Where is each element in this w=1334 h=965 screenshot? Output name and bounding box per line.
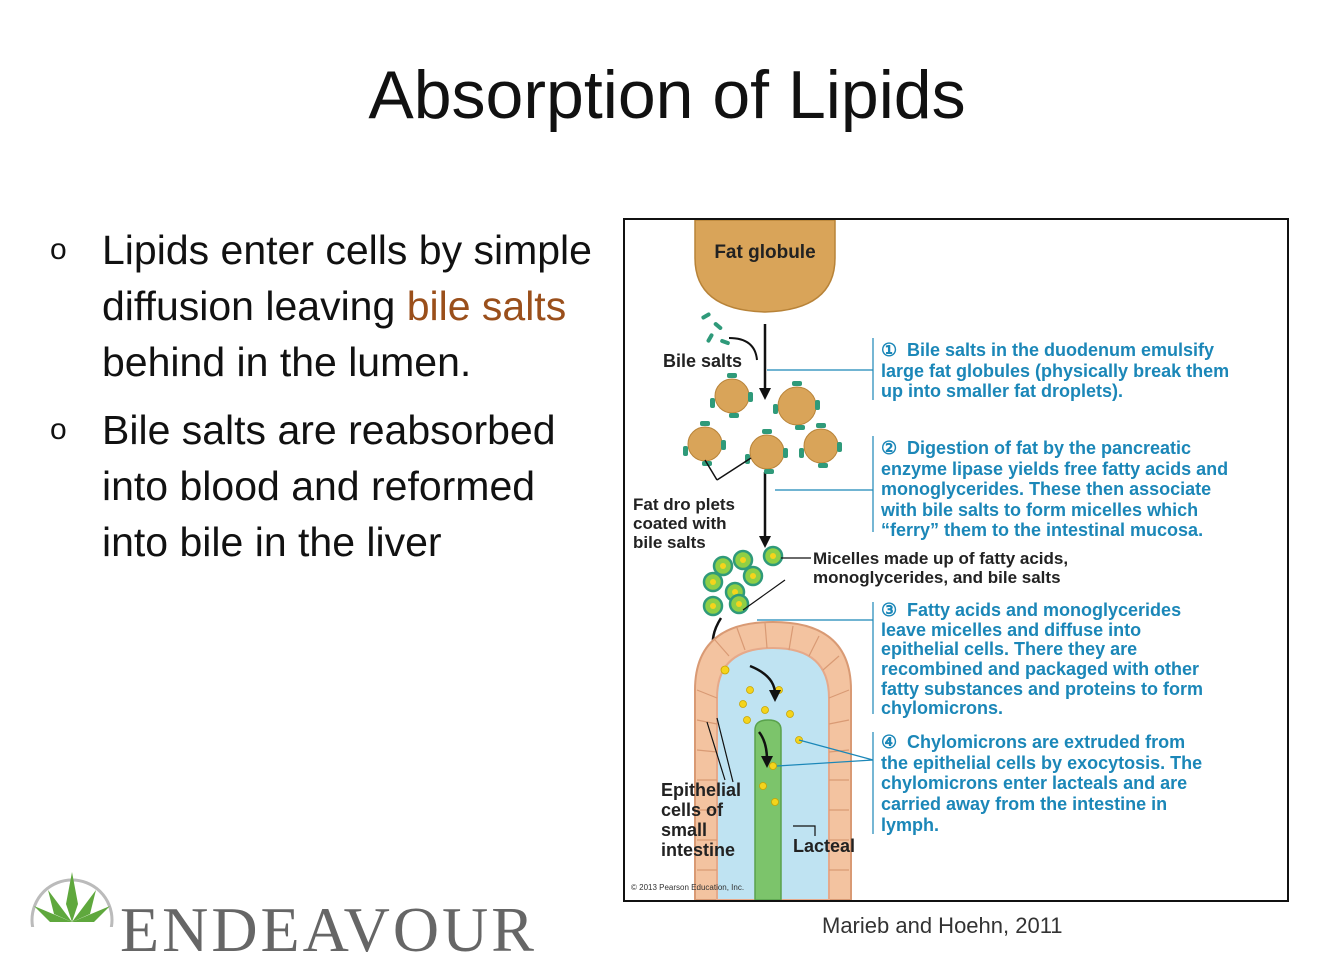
micelle — [730, 595, 748, 613]
step-line: recombined and packaged with other — [881, 659, 1199, 679]
citation: Marieb and Hoehn, 2011 — [822, 913, 1063, 939]
step-number: ④ — [881, 732, 897, 752]
fat-droplets-label-line: coated with — [633, 514, 727, 533]
step-line: Chylomicrons are extruded from — [907, 732, 1185, 752]
fat-globule-label: Fat globule — [714, 242, 815, 263]
step-line: monoglycerides. These then associate — [881, 479, 1211, 499]
epithelial-label-line: Epithelial — [661, 780, 741, 800]
step-number: ① — [881, 340, 897, 360]
step-line: Fatty acids and monoglycerides — [907, 600, 1181, 620]
micelles-label-line: Micelles made up of fatty acids, — [813, 549, 1068, 568]
chylomicron — [721, 666, 729, 674]
endeavour-logo-text: ENDEAVOUR — [120, 898, 537, 962]
chylomicron — [740, 701, 747, 708]
step-line: epithelial cells. There they are — [881, 639, 1137, 659]
bullet-item: o Lipids enter cells by simple diffusion… — [50, 222, 610, 390]
lacteal-shape — [755, 720, 781, 900]
epithelial-label-line: cells of — [661, 800, 724, 820]
step-3: ③ Fatty acids and monoglycerides leave m… — [881, 600, 1208, 718]
fat-droplets-label-line: Fat dro plets — [633, 495, 735, 514]
step-line: chylomicrons enter lacteals and are — [881, 773, 1187, 793]
fat-droplet — [773, 381, 820, 430]
step-line: “ferry” them to the intestinal mucosa. — [881, 520, 1203, 540]
arrow-head-icon — [759, 388, 771, 400]
step-number: ③ — [881, 600, 897, 620]
fat-droplet — [745, 429, 788, 474]
fat-droplet — [683, 421, 726, 466]
chylomicron — [760, 783, 767, 790]
epithelial-label-line: small — [661, 820, 707, 840]
step-line: lymph. — [881, 815, 939, 835]
step-line: enzyme lipase yields free fatty acids an… — [881, 459, 1228, 479]
chylomicron — [747, 687, 754, 694]
micelles — [704, 547, 782, 615]
bullet-text: Bile salts are reabsorbed into blood and… — [102, 407, 556, 565]
chylomicron — [787, 711, 794, 718]
chylomicron — [770, 763, 777, 770]
arrow-head-icon — [759, 536, 771, 548]
step-4: ④ Chylomicrons are extruded from the epi… — [881, 732, 1207, 835]
fat-droplets-label: Fat dro plets coated with bile salts — [633, 495, 740, 552]
step-number: ② — [881, 438, 897, 458]
micelle — [744, 567, 762, 585]
fat-droplets-pointer — [705, 458, 751, 480]
slide-title: Absorption of Lipids — [0, 56, 1334, 134]
bullet-text: Lipids enter cells by simple diffusion l… — [102, 227, 592, 385]
step-1: ① Bile salts in the duodenum emulsify la… — [881, 340, 1234, 401]
micelles-label-line: monoglycerides, and bile salts — [813, 568, 1061, 587]
step-line: large fat globules (physically break the… — [881, 361, 1229, 381]
bullet-marker-icon: o — [50, 402, 67, 458]
chylomicron — [762, 707, 769, 714]
bullet-text-part: behind in the lumen. — [102, 339, 471, 385]
step-2: ② Digestion of fat by the pancreatic enz… — [880, 438, 1233, 540]
chylomicron — [744, 717, 751, 724]
step-line: fatty substances and proteins to form — [881, 679, 1203, 699]
step-line: chylomicrons. — [881, 698, 1003, 718]
fat-droplet — [799, 423, 842, 468]
micelle — [714, 557, 732, 575]
lipid-absorption-figure: Fat globule Bile salts Fat dro plets coa… — [623, 218, 1289, 902]
bile-salts-cluster — [701, 312, 731, 346]
step-line: carried away from the intestine in — [881, 794, 1167, 814]
chylomicron — [772, 799, 779, 806]
epithelial-label-line: intestine — [661, 840, 735, 860]
step-line: up into smaller fat droplets). — [881, 381, 1123, 401]
fat-globule-shape — [695, 220, 835, 312]
micelles-label: Micelles made up of fatty acids, monogly… — [813, 549, 1073, 587]
bullet-marker-icon: o — [50, 222, 67, 278]
bullet-item: o Bile salts are reabsorbed into blood a… — [50, 402, 610, 570]
step-line: Bile salts in the duodenum emulsify — [907, 340, 1214, 360]
bile-salts-label: Bile salts — [663, 351, 742, 371]
micelle — [764, 547, 782, 565]
bullet-list: o Lipids enter cells by simple diffusion… — [50, 222, 610, 582]
step-line: Digestion of fat by the pancreatic — [907, 438, 1191, 458]
step-line: leave micelles and diffuse into — [881, 620, 1141, 640]
fat-droplets-label-line: bile salts — [633, 533, 706, 552]
micelle — [704, 573, 722, 591]
copyright-note: © 2013 Pearson Education, Inc. — [631, 883, 744, 892]
highlighted-term: bile salts — [407, 283, 567, 329]
micelle — [704, 597, 722, 615]
figure-diagram: Fat globule Bile salts Fat dro plets coa… — [625, 220, 1287, 900]
step-line: the epithelial cells by exocytosis. The — [881, 753, 1202, 773]
lacteal-label: Lacteal — [793, 836, 855, 856]
step-line: with bile salts to form micelles which — [880, 500, 1198, 520]
micelle — [734, 551, 752, 569]
fat-droplet — [710, 373, 753, 418]
